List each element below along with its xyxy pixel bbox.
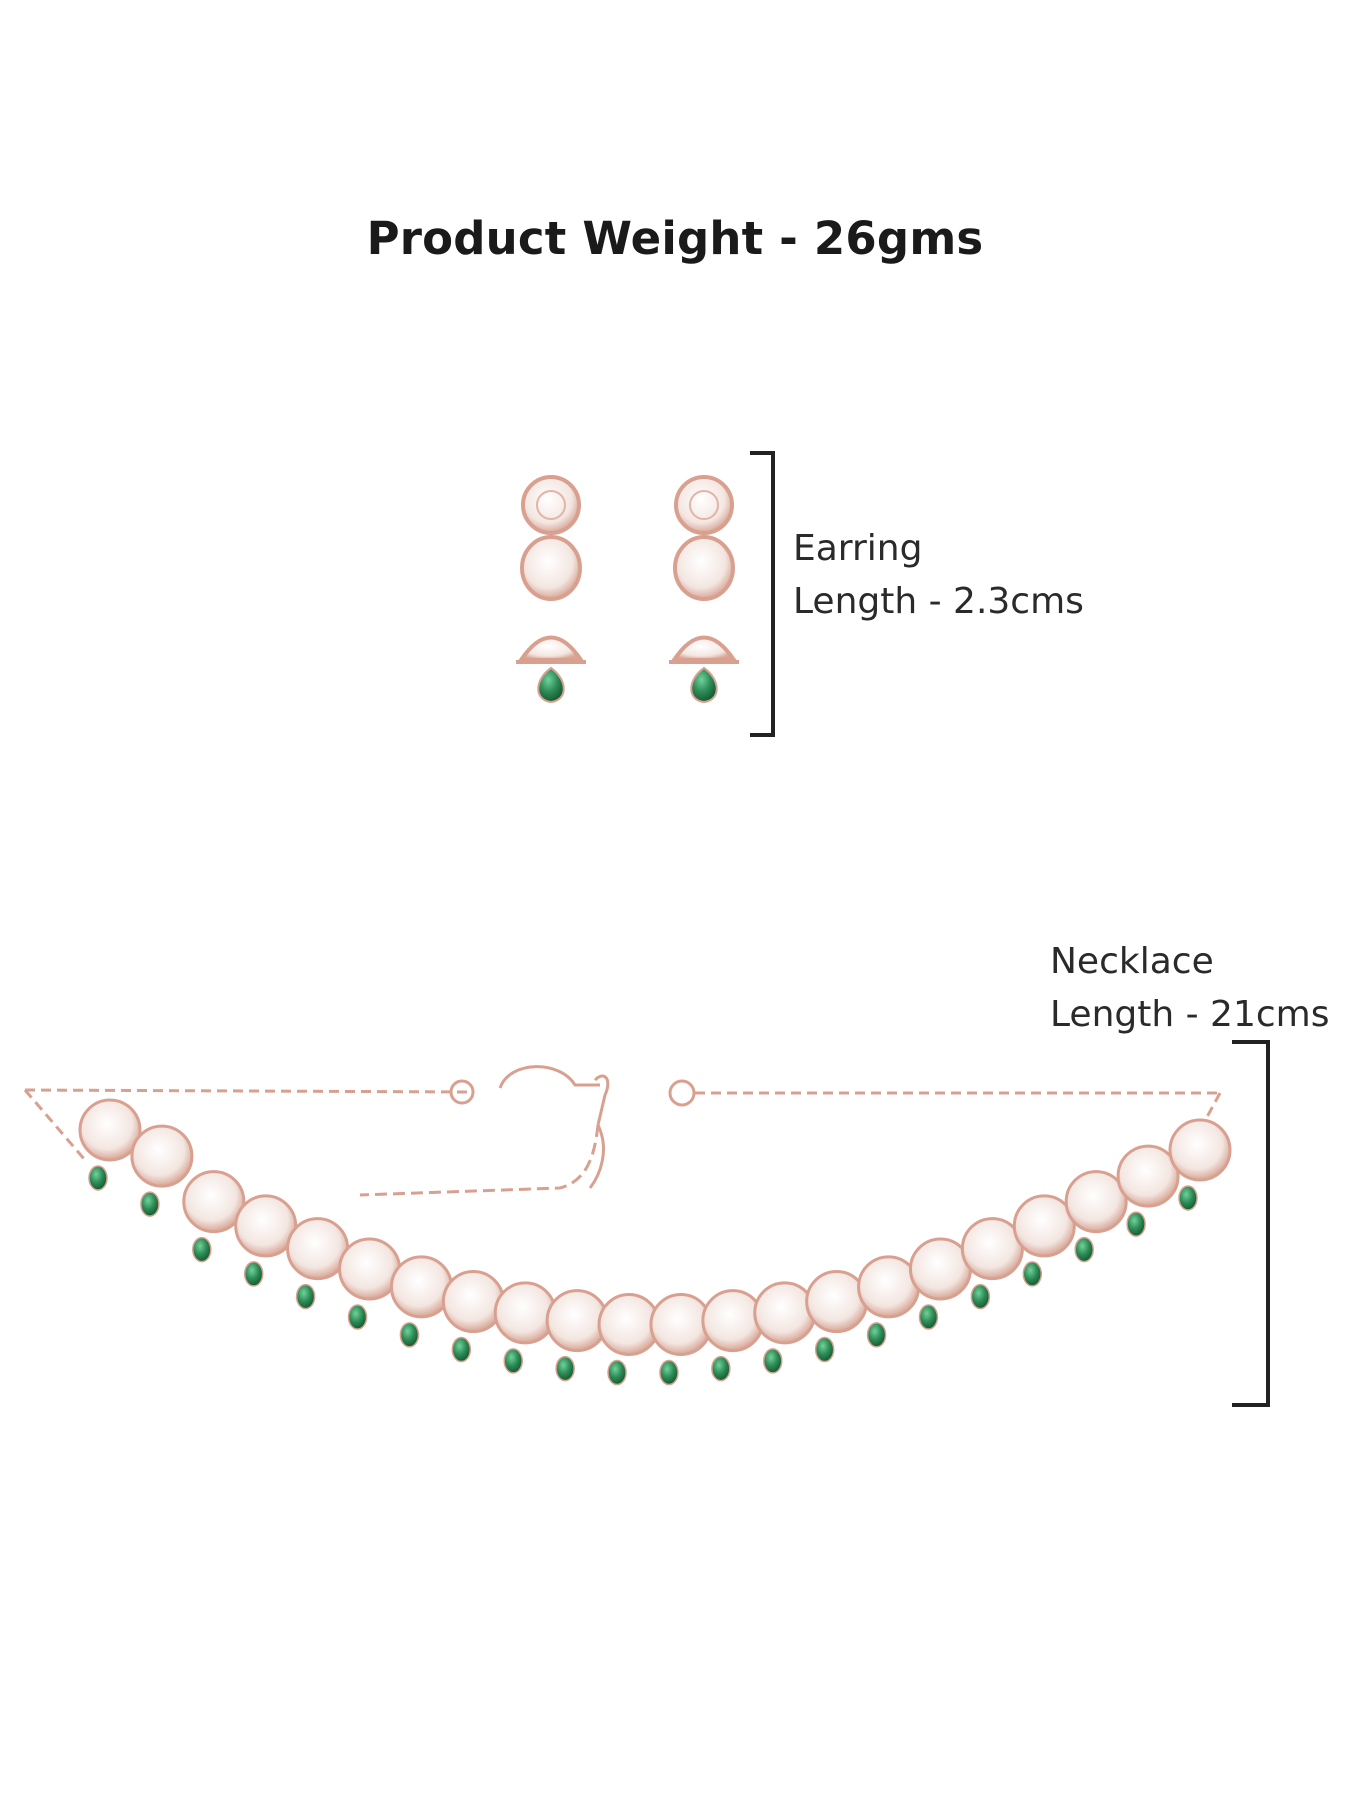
- emerald-drop: [1022, 1261, 1043, 1287]
- product-weight-text: Product Weight - 26gms: [366, 212, 984, 265]
- necklace-motif: [1116, 1144, 1180, 1208]
- emerald-drop: [814, 1336, 835, 1363]
- necklace-motif: [1064, 1170, 1128, 1234]
- necklace-motif: [389, 1255, 453, 1319]
- earring-right: [669, 475, 739, 704]
- emerald-drop: [88, 1165, 108, 1191]
- earring-label-line1: Earring: [793, 528, 923, 569]
- necklace-motif: [493, 1281, 557, 1345]
- emerald-drop: [970, 1283, 991, 1310]
- emerald-drop: [140, 1191, 160, 1217]
- necklace-body: [78, 1098, 1232, 1386]
- emerald-drop: [918, 1304, 939, 1330]
- earring-left: [516, 475, 586, 704]
- emerald-drop: [555, 1355, 575, 1382]
- necklace-chain: [23, 1065, 1222, 1197]
- emerald-drop: [866, 1322, 887, 1348]
- necklace-label-line2: Length - 21cms: [1050, 994, 1330, 1035]
- necklace-motif: [805, 1270, 869, 1334]
- emerald-drop: [711, 1355, 731, 1382]
- necklace-motif: [78, 1098, 142, 1162]
- emerald-drop: [607, 1359, 627, 1386]
- emerald-drop: [192, 1236, 212, 1263]
- necklace-motif: [960, 1217, 1024, 1281]
- earring-label-line2: Length - 2.3cms: [793, 581, 1084, 622]
- necklace-label-line1: Necklace: [1050, 941, 1214, 982]
- emerald-drop: [243, 1261, 264, 1287]
- emerald-drop: [295, 1283, 316, 1310]
- earring-bracket: [750, 451, 775, 737]
- emerald-drop: [659, 1359, 679, 1386]
- necklace-motif: [1012, 1194, 1076, 1258]
- necklace-bracket: [1232, 1040, 1270, 1407]
- necklace-motif: [234, 1194, 298, 1258]
- earring-length-label: Earring Length - 2.3cms: [793, 522, 1084, 628]
- emerald-drop: [1074, 1236, 1094, 1263]
- necklace-motif: [130, 1124, 194, 1188]
- necklace-motif: [1168, 1118, 1232, 1182]
- emerald-drop: [763, 1348, 783, 1374]
- emerald-drop: [451, 1336, 472, 1363]
- necklace-length-label: Necklace Length - 21cms: [1050, 935, 1329, 1041]
- necklace-motif: [753, 1281, 817, 1345]
- emerald-drop: [1178, 1185, 1198, 1211]
- emerald-drop: [1126, 1211, 1146, 1237]
- emerald-drop: [399, 1322, 420, 1348]
- necklace-motif: [182, 1170, 246, 1234]
- emerald-drop: [503, 1348, 523, 1374]
- emerald-drop: [347, 1304, 368, 1330]
- necklace-motif: [701, 1289, 765, 1353]
- necklace-motif: [441, 1270, 505, 1334]
